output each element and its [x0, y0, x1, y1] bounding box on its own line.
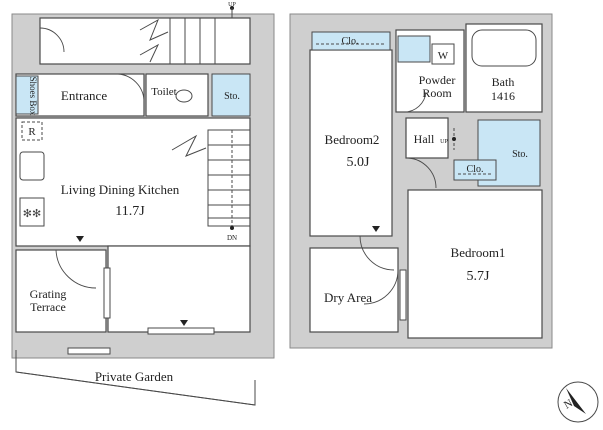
- hall-door: [407, 157, 437, 189]
- ldk-lower: [107, 245, 251, 333]
- garden-bench: [67, 347, 111, 355]
- ldk-window-side: [103, 267, 111, 319]
- refrigerator-box: [21, 121, 43, 141]
- bath-label: Bath: [492, 75, 515, 89]
- private-garden-label: Private Garden: [95, 369, 174, 384]
- refrigerator-label: R: [28, 126, 36, 138]
- storage-upper-label: Sto.: [224, 91, 240, 102]
- grating-label-2: Terrace: [30, 300, 66, 314]
- powder-door: [403, 91, 427, 113]
- stair-upper: [139, 6, 234, 64]
- left-floor: ✻✻: [11, 6, 275, 406]
- marker-ldk: [76, 236, 84, 242]
- top-door: [39, 27, 65, 53]
- terrace-door: [55, 249, 97, 289]
- bedroom1-name: Bedroom1: [451, 245, 506, 260]
- closet-top-label: Clo.: [342, 36, 359, 47]
- hall-room: [405, 117, 449, 159]
- bedroom2-size: 5.0J: [347, 155, 371, 170]
- north-arrow-icon: [566, 388, 586, 414]
- toilet-bowl-icon: [175, 89, 193, 103]
- closet-lower: [453, 159, 497, 181]
- vanity-box: [397, 35, 431, 63]
- kitchen-stove: [19, 197, 45, 227]
- ldk-name: Living Dining Kitchen: [61, 182, 180, 197]
- toilet-label: Toilet: [151, 86, 177, 98]
- right-floor: [289, 13, 553, 349]
- bath-size-label: 1416: [491, 89, 515, 103]
- hall-label: Hall: [414, 132, 435, 146]
- stair-ldk: [171, 129, 251, 230]
- closet-lower-label: Clo.: [467, 164, 484, 175]
- washer-box: [431, 43, 455, 65]
- toilet-room: [145, 73, 209, 117]
- bedroom1-window: [399, 269, 407, 321]
- kitchen-sink: [19, 151, 45, 181]
- hall-up-label: UP: [440, 139, 448, 145]
- dry-area-label: Dry Area: [324, 290, 372, 305]
- grating-label-1: Grating: [30, 287, 67, 301]
- bath-room: [465, 23, 543, 113]
- entrance-door: [117, 73, 145, 101]
- shoes-box: [15, 75, 39, 115]
- upper-stair-hall: [39, 17, 251, 65]
- bedroom1-room: [407, 189, 543, 339]
- bedroom2-room: [309, 49, 393, 237]
- marker-bottom: [180, 320, 188, 326]
- powder-label-1: Powder: [419, 73, 456, 87]
- bathtub-icon: [471, 29, 537, 67]
- marker-bedroom2: [372, 226, 380, 232]
- grating-terrace: [15, 249, 107, 333]
- ldk-room: [15, 117, 251, 247]
- stair-dn-label: DN: [227, 234, 237, 242]
- garden-edge: [15, 371, 256, 406]
- powder-label-2: Room: [422, 86, 452, 100]
- entrance-label: Entrance: [61, 88, 107, 103]
- shoes-box-label: Shoes Box: [28, 77, 38, 116]
- bedroom1-size: 5.7J: [467, 269, 491, 284]
- bedroom2-door: [359, 235, 395, 271]
- ldk-size: 11.7J: [115, 204, 145, 219]
- closet-top: [311, 31, 391, 51]
- ldk-window-bottom: [147, 327, 215, 335]
- dry-area: [309, 247, 399, 333]
- stair-up-label: UP: [228, 2, 236, 8]
- storage-upper: [211, 73, 251, 117]
- washer-label: W: [438, 50, 449, 62]
- stove-burners-icon: ✻✻: [23, 208, 41, 220]
- bedroom2-name: Bedroom2: [325, 132, 380, 147]
- storage-lower-label: Sto.: [512, 149, 528, 160]
- north-arrow: N: [557, 381, 599, 423]
- dry-door: [363, 269, 399, 305]
